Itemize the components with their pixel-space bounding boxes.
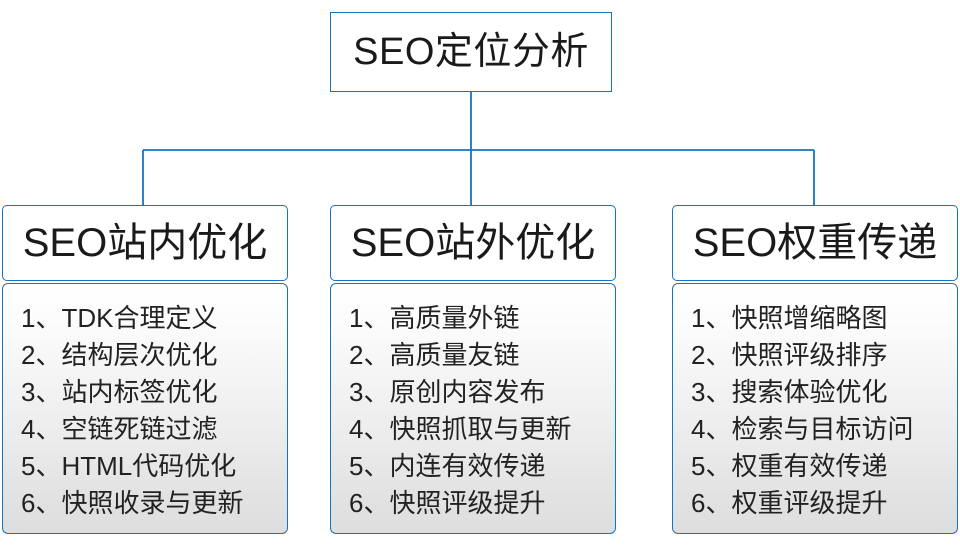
list-item-index: 6、	[21, 488, 62, 518]
list-item: 1、 高质量外链	[349, 300, 615, 337]
list-item-text: 高质量外链	[389, 303, 520, 333]
column-list-2: 1、 高质量外链 2、 高质量友链 3、 原创内容发布 4、 快照抓取与更新 5…	[330, 283, 616, 534]
list-item-text: 快照抓取与更新	[389, 414, 572, 444]
list-item: 3、 搜索体验优化	[691, 374, 957, 411]
list-item-text: 快照评级排序	[731, 340, 888, 370]
list-item-index: 3、	[349, 377, 390, 407]
list-item-index: 5、	[691, 451, 732, 481]
list-item: 5、 HTML代码优化	[21, 448, 287, 485]
list-item: 2、 高质量友链	[349, 337, 615, 374]
column-header-label-1: SEO站内优化	[22, 221, 268, 265]
list-item: 5、 内连有效传递	[349, 448, 615, 485]
list-item-text: 站内标签优化	[61, 377, 218, 407]
list-item-text: 检索与目标访问	[731, 414, 914, 444]
list-item-text: 快照评级提升	[389, 488, 546, 518]
list-item: 4、 快照抓取与更新	[349, 411, 615, 448]
list-item-index: 6、	[349, 488, 390, 518]
column-list-3: 1、 快照增缩略图 2、 快照评级排序 3、 搜索体验优化 4、 检索与目标访问…	[672, 283, 958, 534]
list-item-text: 权重有效传递	[731, 451, 888, 481]
list-item-index: 6、	[691, 488, 732, 518]
list-item-text: HTML代码优化	[61, 451, 237, 481]
list-item: 1、 快照增缩略图	[691, 300, 957, 337]
column-header-1: SEO站内优化	[2, 205, 288, 281]
list-item: 3、 站内标签优化	[21, 374, 287, 411]
list-items-1: 1、 TDK合理定义 2、 结构层次优化 3、 站内标签优化 4、 空链死链过滤…	[3, 300, 287, 522]
list-item: 2、 快照评级排序	[691, 337, 957, 374]
list-item-index: 5、	[349, 451, 390, 481]
list-item-text: 快照收录与更新	[61, 488, 244, 518]
column-header-label-3: SEO权重传递	[692, 221, 938, 265]
list-item: 6、 快照评级提升	[349, 485, 615, 522]
list-item-text: 原创内容发布	[389, 377, 546, 407]
list-item-index: 1、	[691, 303, 732, 333]
list-item-index: 5、	[21, 451, 62, 481]
list-item-index: 3、	[21, 377, 62, 407]
list-item-index: 4、	[349, 414, 390, 444]
list-item-text: 高质量友链	[389, 340, 520, 370]
list-item-index: 4、	[21, 414, 62, 444]
list-item-text: 权重评级提升	[731, 488, 888, 518]
column-list-1: 1、 TDK合理定义 2、 结构层次优化 3、 站内标签优化 4、 空链死链过滤…	[2, 283, 288, 534]
list-item: 6、 权重评级提升	[691, 485, 957, 522]
column-header-label-2: SEO站外优化	[350, 221, 596, 265]
list-item-text: 搜索体验优化	[731, 377, 888, 407]
list-item: 4、 空链死链过滤	[21, 411, 287, 448]
list-item-text: 空链死链过滤	[61, 414, 218, 444]
list-items-3: 1、 快照增缩略图 2、 快照评级排序 3、 搜索体验优化 4、 检索与目标访问…	[673, 300, 957, 522]
list-item: 3、 原创内容发布	[349, 374, 615, 411]
list-item: 2、 结构层次优化	[21, 337, 287, 374]
list-item-text: TDK合理定义	[61, 303, 218, 333]
list-item-index: 1、	[21, 303, 62, 333]
list-item-index: 4、	[691, 414, 732, 444]
column-seo-offsite: SEO站外优化 1、 高质量外链 2、 高质量友链 3、 原创内容发布 4、 快	[330, 205, 616, 534]
list-item: 1、 TDK合理定义	[21, 300, 287, 337]
root-node: SEO定位分析	[330, 12, 612, 92]
root-node-label: SEO定位分析	[353, 31, 589, 73]
list-item-index: 2、	[691, 340, 732, 370]
column-header-3: SEO权重传递	[672, 205, 958, 281]
column-seo-weight-transfer: SEO权重传递 1、 快照增缩略图 2、 快照评级排序 3、 搜索体验优化 4、	[672, 205, 958, 534]
list-item: 4、 检索与目标访问	[691, 411, 957, 448]
list-item-index: 2、	[349, 340, 390, 370]
list-item-index: 3、	[691, 377, 732, 407]
list-item: 6、 快照收录与更新	[21, 485, 287, 522]
list-item-text: 快照增缩略图	[731, 303, 888, 333]
list-item-text: 结构层次优化	[61, 340, 218, 370]
list-items-2: 1、 高质量外链 2、 高质量友链 3、 原创内容发布 4、 快照抓取与更新 5…	[331, 300, 615, 522]
list-item-index: 1、	[349, 303, 390, 333]
list-item-index: 2、	[21, 340, 62, 370]
list-item: 5、 权重有效传递	[691, 448, 957, 485]
list-item-text: 内连有效传递	[389, 451, 546, 481]
column-seo-onsite: SEO站内优化 1、 TDK合理定义 2、 结构层次优化 3、 站内标签优化 4…	[2, 205, 288, 534]
column-header-2: SEO站外优化	[330, 205, 616, 281]
